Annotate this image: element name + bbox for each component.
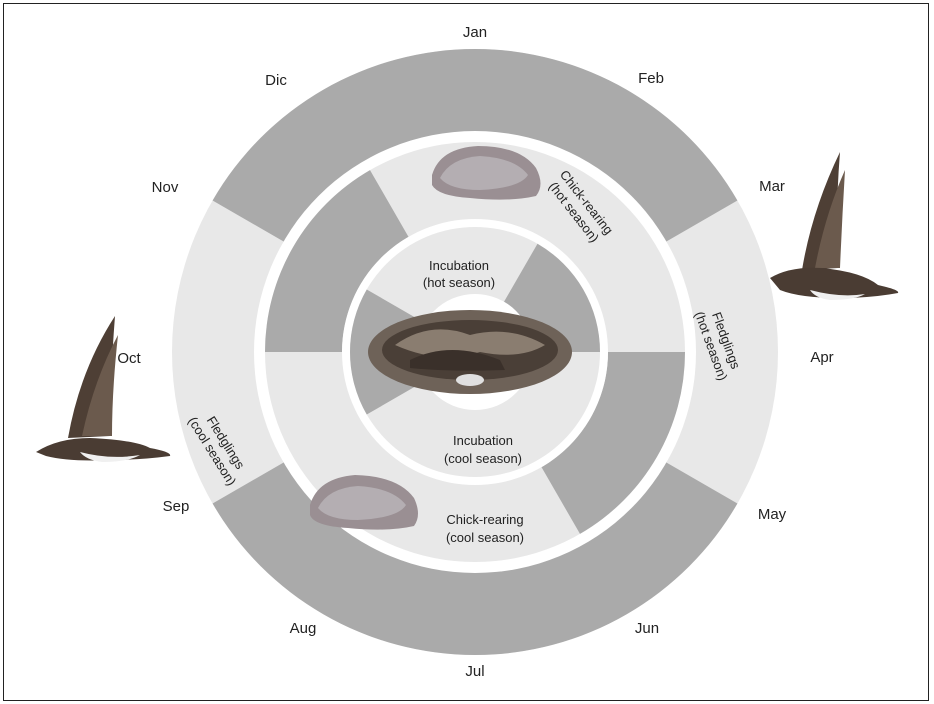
month-label-jul: Jul [465, 663, 484, 680]
label-chick-rearing-cool-line2: (cool season) [446, 530, 524, 545]
label-chick-rearing-cool-line1: Chick-rearing [446, 512, 523, 527]
month-label-apr: Apr [810, 349, 833, 366]
bird-photo-right [770, 152, 898, 300]
label-incubation-hot-line1: Incubation [429, 258, 489, 273]
month-label-feb: Feb [638, 70, 664, 87]
month-label-dic: Dic [265, 72, 287, 89]
month-label-may: May [758, 506, 787, 523]
month-label-jan: Jan [463, 24, 487, 41]
month-label-mar: Mar [759, 178, 785, 195]
month-label-jun: Jun [635, 620, 659, 637]
month-label-oct: Oct [117, 350, 141, 367]
month-label-sep: Sep [163, 498, 190, 515]
label-incubation-cool-line2: (cool season) [444, 451, 522, 466]
label-incubation-cool-line1: Incubation [453, 433, 513, 448]
nest-photo [368, 310, 572, 394]
bird-photo-left [36, 316, 170, 462]
month-label-aug: Aug [290, 620, 317, 637]
label-incubation-hot-line2: (hot season) [423, 275, 495, 290]
month-label-nov: Nov [152, 179, 179, 196]
